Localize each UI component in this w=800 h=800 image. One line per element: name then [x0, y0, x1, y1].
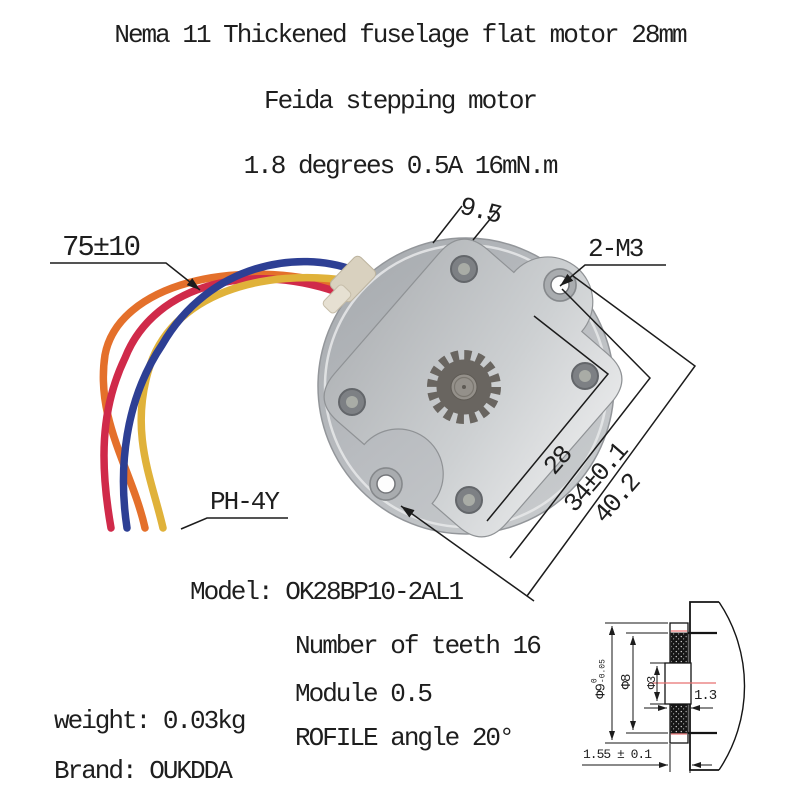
tooth-section	[670, 632, 688, 664]
bracket-extension	[400, 505, 535, 602]
dim-label-75: 75±10	[62, 231, 141, 264]
screw-icon	[450, 255, 478, 283]
mount-hole-bottom	[369, 467, 403, 501]
model-text: Model: OK28BP10-2AL1	[190, 577, 464, 607]
mount-hole-top	[543, 268, 577, 302]
drawing-label-phi3: Φ3	[645, 676, 659, 690]
weight-text: weight: 0.03kg	[54, 706, 246, 736]
drawing-label-phi8: Φ8	[619, 674, 635, 690]
brand-text: Brand: OUKDDA	[54, 756, 233, 786]
module-text: Module 0.5	[295, 679, 433, 709]
phi9-tolerance: 0-0.05	[590, 659, 608, 684]
profile-text: ROFILE angle 20°	[295, 723, 515, 753]
phi9-value: Φ9	[593, 684, 610, 699]
wire-grommet	[322, 255, 377, 314]
spec-line: 1.8 degrees 0.5A 16mN.m	[243, 151, 559, 181]
screw-icon	[571, 362, 599, 390]
face-screws	[338, 255, 599, 514]
centerlines	[649, 630, 716, 735]
teeth-text: Number of teeth 16	[295, 631, 542, 661]
lead-wires	[99, 257, 357, 532]
page-title: Nema 11 Thickened fuselage flat motor 28…	[114, 20, 687, 50]
pinion-gear	[427, 350, 501, 424]
tooth-section	[670, 703, 688, 734]
connector-label: PH-4Y	[210, 487, 280, 517]
drawing-label-1-55: 1.55 ± 0.1	[583, 747, 652, 762]
body-arc	[718, 601, 746, 771]
page-subtitle: Feida stepping motor	[263, 86, 538, 116]
bracket-34	[509, 288, 651, 559]
dimension-lines	[50, 205, 697, 602]
body-outline	[689, 601, 719, 771]
leader-2m3	[559, 264, 666, 287]
dim-9-5-tick	[432, 205, 463, 244]
bracket-28	[486, 315, 610, 522]
leader-75	[50, 262, 201, 291]
leader-ph4y	[180, 517, 288, 530]
wire-blue	[119, 257, 357, 532]
screw-icon	[455, 486, 483, 514]
screw-icon	[338, 388, 366, 416]
motor-photo	[99, 237, 623, 538]
drawing-label-1-3: 1.3	[694, 688, 717, 704]
bracket-40	[526, 275, 697, 597]
dim-9-5-tick	[472, 206, 501, 241]
gear-section-drawing	[582, 601, 746, 773]
dim-label-2m3: 2-M3	[588, 234, 644, 264]
